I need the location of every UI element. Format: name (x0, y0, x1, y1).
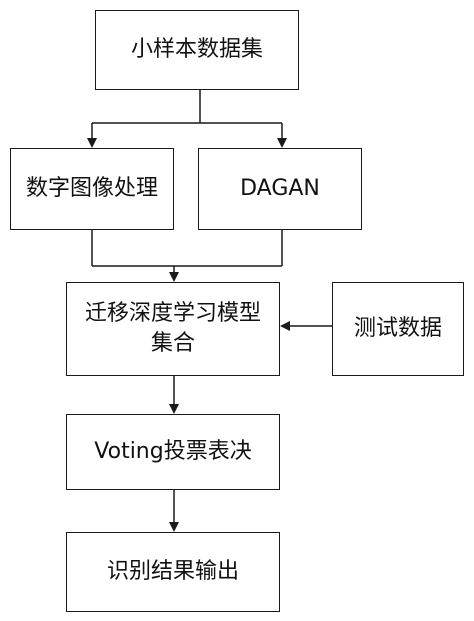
arrowhead-to-voting (169, 404, 179, 414)
arrowhead-from-test-data (280, 321, 290, 331)
recognition-output-label: 识别结果输出 (106, 559, 239, 585)
dagan-box: DAGAN (198, 148, 362, 230)
digital-image-processing-label: 数字图像处理 (25, 176, 158, 202)
arrowhead-to-dagan (277, 138, 287, 148)
voting-box: Voting投票表决 (66, 414, 280, 490)
recognition-output-box: 识别结果输出 (66, 532, 280, 612)
test-data-box: 测试数据 (332, 282, 464, 376)
dagan-label: DAGAN (240, 176, 320, 202)
voting-label: Voting投票表决 (94, 439, 252, 465)
arrowhead-to-output (169, 522, 179, 532)
arrowhead-to-transfer-model (169, 272, 179, 282)
digital-image-processing-box: 数字图像处理 (10, 148, 174, 230)
arrowhead-to-image-processing (87, 138, 97, 148)
transfer-model-label-line2: 集合 (150, 331, 195, 356)
small-sample-dataset-box: 小样本数据集 (95, 10, 299, 90)
test-data-label: 测试数据 (353, 316, 442, 342)
transfer-model-label-line1: 迁移深度学习模型 (84, 301, 261, 327)
small-sample-dataset-label: 小样本数据集 (130, 37, 263, 63)
transfer-model-set-box: 迁移深度学习模型 集合 (66, 282, 280, 376)
